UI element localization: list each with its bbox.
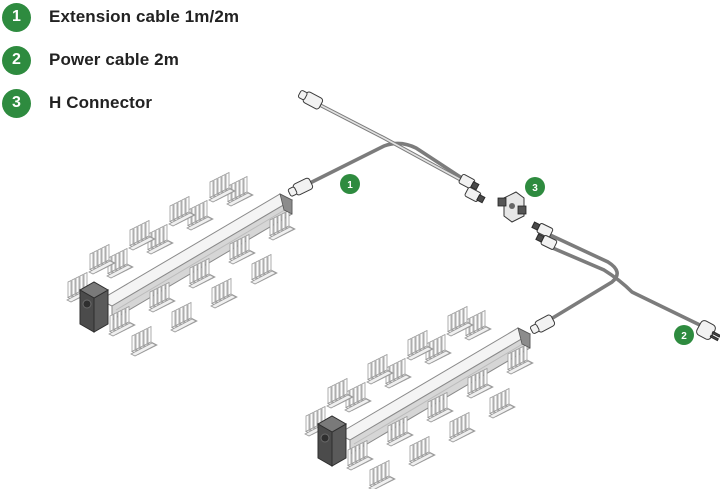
extension-cable: [287, 90, 486, 204]
callout-number: 1: [347, 180, 353, 191]
legend: 1 Extension cable 1m/2m 2 Power cable 2m…: [0, 0, 300, 130]
callout-extension-cable: 1: [340, 174, 360, 194]
callout-power-cable: 2: [674, 325, 694, 345]
legend-item-power-cable: 2 Power cable 2m: [2, 45, 179, 75]
legend-label: Extension cable 1m/2m: [49, 7, 240, 26]
legend-item-extension-cable: 1 Extension cable 1m/2m: [2, 2, 239, 32]
legend-item-h-connector: 3 H Connector: [2, 88, 152, 118]
callout-number: 2: [681, 331, 687, 342]
callout-h-connector: 3: [525, 177, 545, 197]
grow-light-fixture: [305, 307, 533, 489]
legend-label: H Connector: [49, 93, 153, 112]
legend-badge: 1: [2, 2, 31, 32]
h-connector: [497, 191, 527, 223]
grow-light-fixture: [67, 173, 295, 357]
legend-badge: 3: [2, 88, 31, 118]
callout-number: 3: [532, 183, 538, 194]
legend-label: Power cable 2m: [49, 50, 179, 69]
power-cable: [529, 221, 720, 342]
legend-badge: 2: [2, 45, 31, 75]
